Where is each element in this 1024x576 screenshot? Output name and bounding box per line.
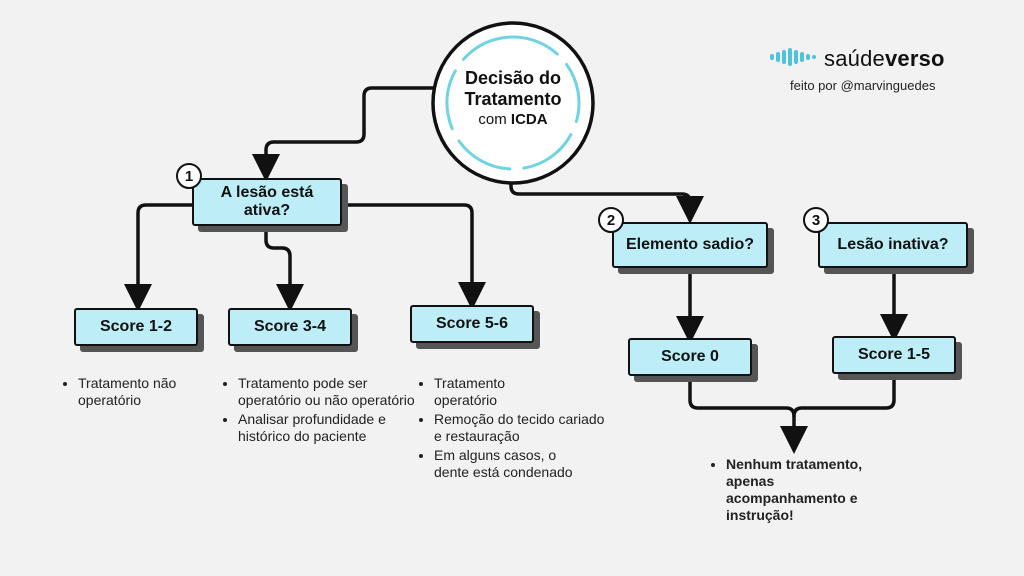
question-label-active: A lesão está ativa? [220,184,314,219]
center-subtitle-bold: ICDA [510,111,548,128]
arrow-center-to-q1 [252,86,442,182]
arrow-merge-to-final [688,376,808,454]
question-box-inactive: Lesão inativa? [818,222,968,268]
note-item: Tratamento pode ser operatório ou não op… [238,375,416,409]
brand-name-light: saúde [824,46,885,71]
note-item: Analisar profundidade e histórico do pac… [238,411,416,445]
brand-name: saúdeverso [824,46,945,72]
note-item: Tratamento não operatório [78,375,218,409]
step-badge-3: 3 [803,207,829,233]
arrow-center-to-q2 [509,176,704,224]
question-label-healthy: Elemento sadio? [625,236,755,253]
note-item: Remoção do tecido cariado e restauração [434,411,612,445]
notes-score-1-2: Tratamento não operatório [62,375,218,411]
note-item: Nenhum tratamento, apenas acompanhamento… [726,456,896,524]
step-badge-1: 1 [176,163,202,189]
soundwave-icon [770,47,816,71]
question-box-active: A lesão está ativa? [192,178,342,226]
question-box-healthy: Elemento sadio? [612,222,768,268]
decision-circle [430,20,596,186]
score-box-3-4: Score 3-4 [228,308,352,346]
step-badge-2: 2 [598,207,624,233]
center-title: Decisão do Tratamento [464,68,562,109]
question-label-inactive: Lesão inativa? [837,236,949,253]
notes-score-5-6: Tratamento operatório Remoção do tecido … [418,375,612,483]
arrow-q1-to-s34 [264,226,304,312]
note-item: Em alguns casos, o dente está condenado [434,447,584,481]
center-subtitle: com ICDA [430,111,596,128]
score-box-1-2: Score 1-2 [74,308,198,346]
notes-score-3-4: Tratamento pode ser operatório ou não op… [222,375,416,447]
brand-credit: feito por @marvinguedes [790,78,936,93]
brand-name-bold: verso [884,46,945,71]
brand: saúdeverso [770,46,945,72]
arrow-s15-merge [792,374,896,418]
score-box-5-6: Score 5-6 [410,305,534,343]
score-box-1-5: Score 1-5 [832,336,956,374]
center-subtitle-prefix: com [478,111,511,128]
score-box-0: Score 0 [628,338,752,376]
arrow-q1-to-s56 [340,203,486,310]
note-item: Tratamento operatório [434,375,544,409]
notes-final: Nenhum tratamento, apenas acompanhamento… [710,456,896,526]
arrow-q1-to-s12 [124,203,198,312]
